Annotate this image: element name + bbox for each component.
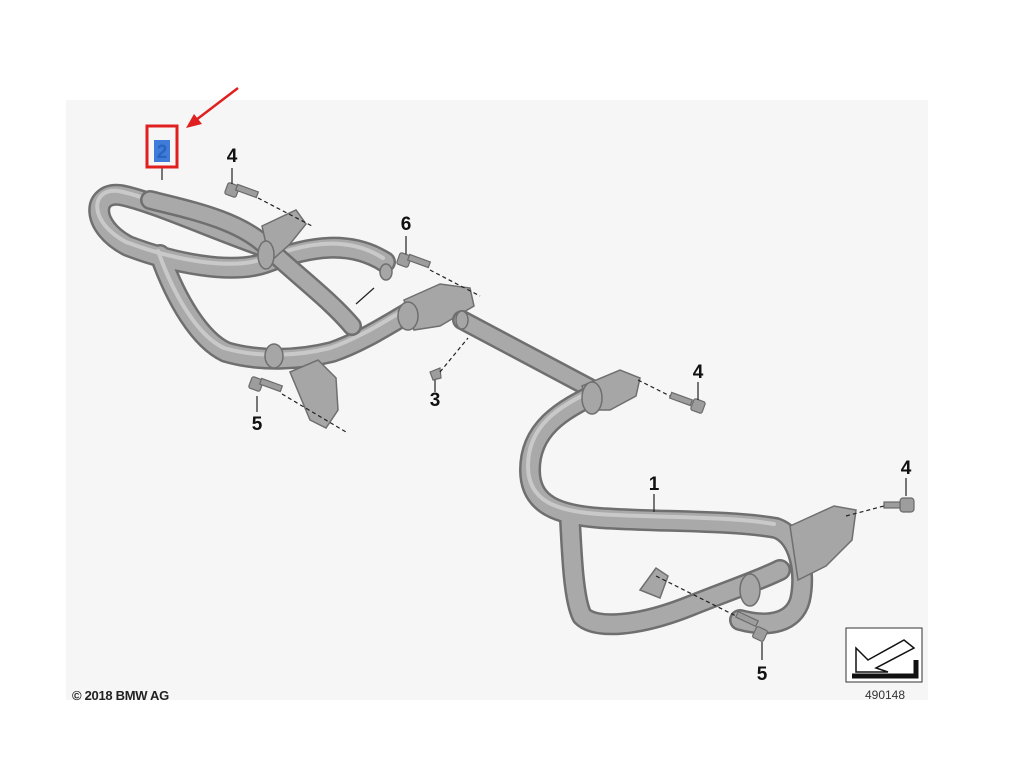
label-part-4-right: 4 xyxy=(901,458,912,479)
label-part-4-mid: 4 xyxy=(693,362,704,383)
orientation-arrow-icon xyxy=(845,627,923,683)
crash-bar-right xyxy=(519,369,857,636)
bolts xyxy=(224,182,915,642)
label-part-6: 6 xyxy=(401,214,412,235)
label-part-5-left: 5 xyxy=(252,414,263,435)
leader-lines xyxy=(161,168,907,660)
label-part-3: 3 xyxy=(430,390,441,411)
red-highlight-box xyxy=(145,124,179,169)
label-part-1: 1 xyxy=(649,474,660,495)
text-selection-highlight xyxy=(154,140,170,162)
red-arrow-icon xyxy=(186,87,239,128)
crash-bar-left xyxy=(88,183,475,429)
label-part-5-right: 5 xyxy=(757,664,768,685)
label-part-4-top: 4 xyxy=(227,146,238,167)
connecting-tube xyxy=(452,310,600,398)
copyright-text: © 2018 BMW AG xyxy=(72,688,169,703)
highlight-annotation xyxy=(145,87,239,169)
drawing-number: 490148 xyxy=(864,688,906,702)
diagram-background xyxy=(66,100,928,700)
